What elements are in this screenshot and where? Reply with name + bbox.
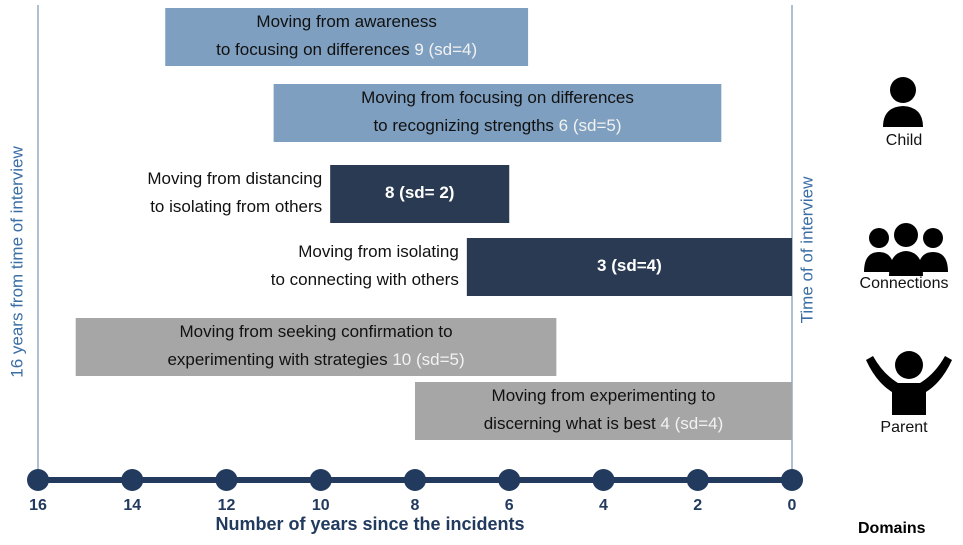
- bar-2-label-line1: Moving from focusing on differences: [361, 88, 634, 107]
- right-axis-label: Time of of interview: [797, 176, 816, 323]
- x-tick-marker-16: [27, 469, 49, 491]
- person-icon: [883, 77, 923, 127]
- bar-3-stat: 8 (sd= 2): [385, 183, 454, 202]
- x-tick-marker-4: [592, 469, 615, 491]
- x-tick-label-14: 14: [123, 497, 141, 514]
- x-tick-marker-10: [309, 469, 332, 491]
- bar-6: [415, 382, 792, 440]
- bar-3-label-line1: Moving from distancing: [147, 169, 322, 188]
- bar-5-label-line1: Moving from seeking confirmation to: [180, 322, 453, 341]
- bar-4: [466, 238, 792, 296]
- domain-label-child: Child: [885, 132, 923, 149]
- x-tick-marker-12: [215, 469, 238, 491]
- bar-2: [273, 84, 722, 142]
- x-tick-marker-14: [121, 469, 144, 491]
- bar-5: [75, 318, 557, 376]
- bar-1-label-line1: Moving from awareness: [256, 12, 436, 31]
- bar-1-label-line2: to focusing on differences 9 (sd=4): [216, 40, 477, 59]
- group-icon: [864, 223, 948, 276]
- bar-4-stat: 3 (sd=4): [597, 256, 662, 275]
- domains-title: Domains: [858, 520, 926, 537]
- x-tick-label-2: 2: [693, 497, 702, 514]
- x-tick-marker-2: [686, 469, 709, 491]
- x-tick-label-8: 8: [411, 497, 420, 514]
- domain-label-parent: Parent: [880, 419, 928, 436]
- x-tick-label-0: 0: [788, 497, 797, 514]
- bar-6-label-line2: discerning what is best 4 (sd=4): [484, 414, 724, 433]
- x-axis-title: Number of years since the incidents: [215, 514, 525, 534]
- x-tick-marker-8: [404, 469, 426, 491]
- x-tick-label-16: 16: [29, 497, 47, 514]
- bar-2-label-line2: to recognizing strengths 6 (sd=5): [373, 116, 621, 135]
- bar-3: [330, 165, 510, 223]
- x-tick-label-4: 4: [599, 497, 608, 514]
- bar-6-label-line1: Moving from experimenting to: [492, 386, 716, 405]
- domain-label-connections: Connections: [859, 275, 949, 292]
- bar-4-label-line1: Moving from isolating: [298, 242, 459, 261]
- x-tick-label-12: 12: [218, 497, 236, 514]
- x-tick-marker-0: [781, 469, 803, 491]
- bar-3-label-line2: to isolating from others: [150, 197, 322, 216]
- bar-5-label-line2: experimenting with strategies 10 (sd=5): [167, 350, 464, 369]
- x-tick-label-6: 6: [505, 497, 514, 514]
- left-axis-label: 16 years from time of interview: [7, 146, 26, 378]
- bar-4-label-line2: to connecting with others: [271, 270, 459, 289]
- x-tick-label-10: 10: [312, 497, 330, 514]
- person-arms-raised-icon: [866, 351, 952, 415]
- x-tick-marker-6: [498, 469, 521, 491]
- bar-1: [165, 8, 529, 66]
